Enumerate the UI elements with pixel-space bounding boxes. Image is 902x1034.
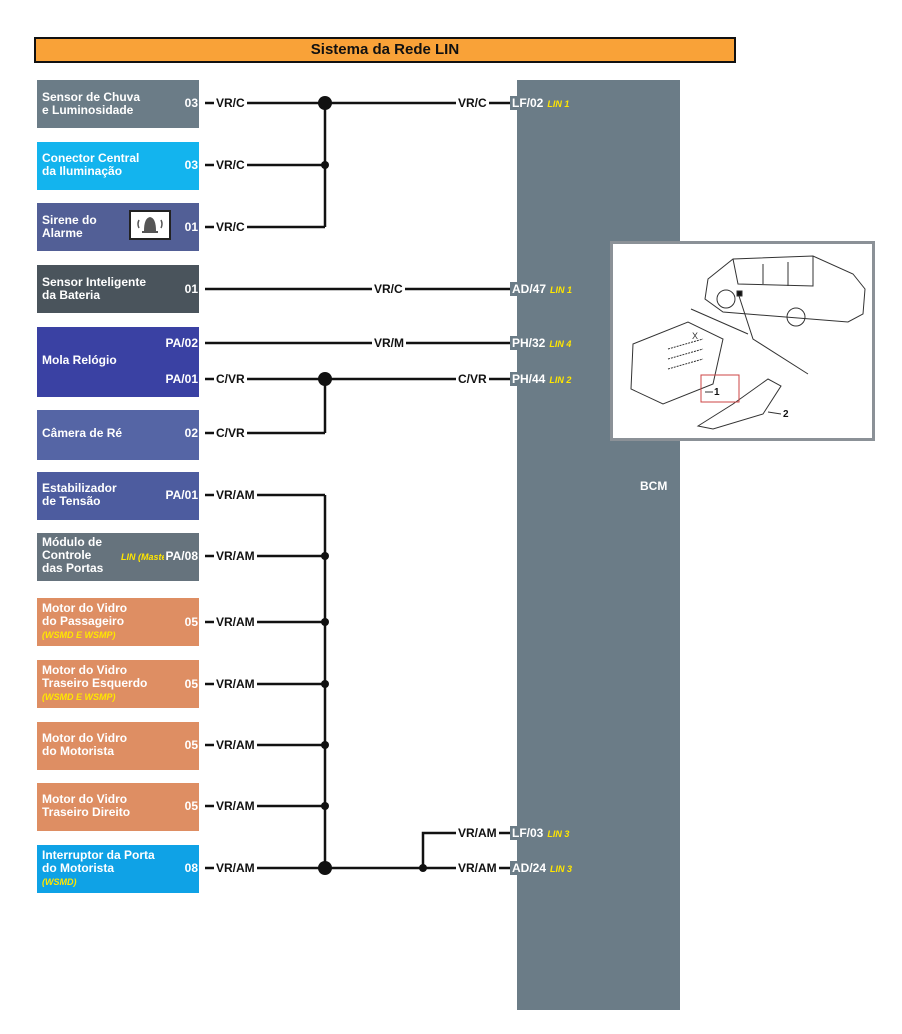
pin-label: PA/08: [163, 549, 199, 563]
pin-label: 02: [182, 426, 199, 440]
wire-label: VR/AM: [214, 799, 257, 813]
pin-label: 01: [182, 220, 199, 234]
wire-label: VR/C: [214, 96, 247, 110]
wire-label: VR/C: [214, 158, 247, 172]
component-vidro-traseiro-esq: Motor do Vidro Traseiro Esquerdo (WSMD E…: [37, 660, 199, 708]
component-conector-iluminacao: Conector Central da Iluminação 03: [37, 142, 199, 190]
pin-label: 05: [182, 677, 199, 691]
component-vidro-motorista: Motor do Vidro do Motorista 05: [37, 722, 199, 770]
wire-label: VR/AM: [456, 861, 499, 875]
lin-master-note: LIN (Master): [121, 552, 174, 562]
component-camera-re: Câmera de Ré 02: [37, 410, 199, 460]
component-mola-relogio: Mola Relógio PA/02 PA/01: [37, 327, 199, 397]
pin-label: PA/01: [163, 488, 199, 502]
junction-node: [321, 741, 329, 749]
bcm-module: [517, 80, 680, 1010]
pin-label: 05: [182, 738, 199, 752]
pin-label: 03: [182, 158, 199, 172]
component-sensor-bateria: Sensor Inteligente da Bateria 01: [37, 265, 199, 313]
marker-x: X: [692, 331, 698, 341]
junction-node: [321, 552, 329, 560]
component-vidro-traseiro-dir: Motor do Vidro Traseiro Direito 05: [37, 783, 199, 831]
wire-label: VR/AM: [214, 861, 257, 875]
wire-label: C/VR: [214, 372, 247, 386]
callout-1: 1: [714, 387, 720, 398]
bcm-label: BCM: [640, 479, 668, 493]
junction-node: [318, 861, 332, 875]
wire-label: VR/AM: [214, 738, 257, 752]
pin-label: 08: [182, 861, 199, 875]
pin-label: 03: [182, 96, 199, 110]
component-vidro-passageiro: Motor do Vidro do Passageiro (WSMD E WSM…: [37, 598, 199, 646]
junction-node: [318, 96, 332, 110]
component-estabilizador: Estabilizador de Tensão PA/01: [37, 472, 199, 520]
wire-label: C/VR: [456, 372, 489, 386]
pin-label: PA/02: [163, 336, 199, 350]
junction-node: [321, 161, 329, 169]
vehicle-bcm-drawing: X 1 2: [630, 255, 866, 430]
wire-label: VR/AM: [214, 488, 257, 502]
wire-label: VR/AM: [456, 826, 499, 840]
wire-label: VR/AM: [214, 677, 257, 691]
pin-label: 01: [182, 282, 199, 296]
pin-label: 05: [182, 615, 199, 629]
junction-node: [419, 864, 427, 872]
wire-label: VR/M: [372, 336, 406, 350]
component-sensor-chuva: Sensor de Chuva e Luminosidade 03: [37, 80, 199, 128]
junction-node: [318, 372, 332, 386]
wire-label: VR/AM: [214, 549, 257, 563]
junction-node: [321, 680, 329, 688]
bcm-location-illustration: X 1 2: [610, 241, 875, 441]
alarm-bell-icon: [129, 210, 171, 240]
wire-label: VR/C: [214, 220, 247, 234]
pin-label: 05: [182, 799, 199, 813]
junction-node: [321, 618, 329, 626]
wire-label: VR/C: [372, 282, 405, 296]
component-interruptor-porta: Interruptor da Porta do Motorista (WSMD)…: [37, 845, 199, 893]
wire-label: C/VR: [214, 426, 247, 440]
component-modulo-portas: Módulo de Controle das Portas LIN (Maste…: [37, 533, 199, 581]
diagram-title: Sistema da Rede LIN: [34, 37, 736, 63]
component-sirene-alarme: Sirene do Alarme 01: [37, 203, 199, 251]
wire-label: VR/C: [456, 96, 489, 110]
pin-label: PA/01: [163, 372, 199, 386]
callout-2: 2: [783, 409, 789, 420]
wire-label: VR/AM: [214, 615, 257, 629]
junction-node: [321, 802, 329, 810]
